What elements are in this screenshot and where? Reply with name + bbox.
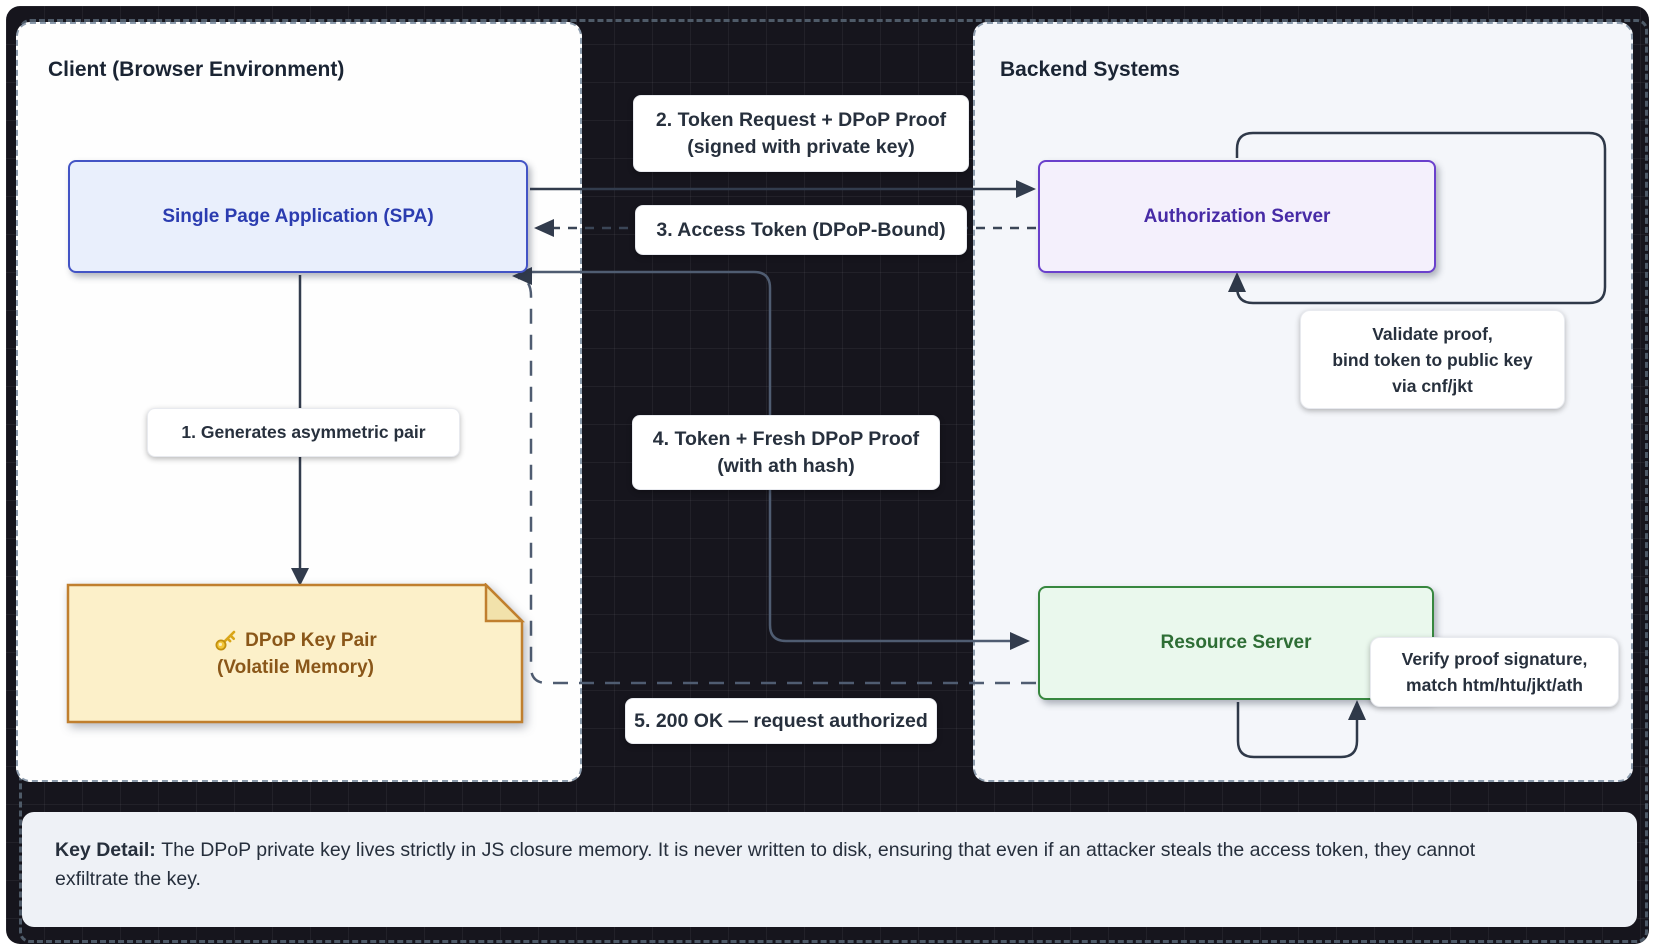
validate-line1: Validate proof, <box>1372 323 1493 344</box>
edge-200-ok <box>518 276 1036 685</box>
step4-line2: (with ath hash) <box>717 454 855 477</box>
edge-label-step4: 4. Token + Fresh DPoP Proof (with ath ha… <box>632 415 940 490</box>
step3-text: 3. Access Token (DPoP-Bound) <box>656 218 946 241</box>
key-icon <box>215 630 236 651</box>
arrowhead-left-icon <box>512 267 532 285</box>
node-spa: Single Page Application (SPA) <box>68 160 528 273</box>
annotation-validate-proof: Validate proof, bind token to public key… <box>1300 310 1565 409</box>
arrowhead-left-icon <box>534 219 554 237</box>
key-detail-body: The DPoP private key lives strictly in J… <box>55 839 1476 890</box>
arrowhead-right-icon <box>1010 632 1030 650</box>
step2-line2: (signed with private key) <box>687 135 915 158</box>
keypair-title: DPoP Key Pair <box>245 629 377 651</box>
verify-line1: Verify proof signature, <box>1401 649 1588 669</box>
edge-label-step3: 3. Access Token (DPoP-Bound) <box>635 205 967 255</box>
node-resource-label: Resource Server <box>1160 632 1312 653</box>
key-detail-heading: Key Detail: <box>55 839 162 861</box>
edge-verify-loop <box>1236 702 1359 759</box>
edge-label-step2: 2. Token Request + DPoP Proof (signed wi… <box>633 95 969 172</box>
node-keypair-note <box>66 583 526 724</box>
note-fold-corner <box>484 583 526 623</box>
node-authorization-server: Authorization Server <box>1038 160 1436 273</box>
edge-label-step5: 5. 200 OK — request authorized <box>625 698 937 744</box>
node-keypair-label: DPoP Key Pair (Volatile Memory) <box>68 585 523 722</box>
verify-line2: match htm/htu/jkt/ath <box>1406 675 1583 695</box>
validate-line3: via cnf/jkt <box>1392 375 1473 396</box>
step1-text: 1. Generates asymmetric pair <box>181 422 426 442</box>
client-panel-title: Client (Browser Environment) <box>48 58 345 81</box>
edge-label-step1: 1. Generates asymmetric pair <box>147 408 460 457</box>
keypair-subtitle: (Volatile Memory) <box>217 656 374 678</box>
node-auth-label: Authorization Server <box>1143 205 1331 227</box>
step4-line1: 4. Token + Fresh DPoP Proof <box>652 427 920 450</box>
arrowhead-up-icon <box>1348 700 1366 720</box>
arrowhead-right-icon <box>1016 180 1036 198</box>
arrowhead-up-icon <box>1228 272 1246 292</box>
node-resource-server: Resource Server <box>1038 586 1434 700</box>
backend-panel-title: Backend Systems <box>1000 58 1180 81</box>
node-spa-label: Single Page Application (SPA) <box>162 205 434 227</box>
arrowhead-down-icon <box>291 568 309 586</box>
validate-line2: bind token to public key <box>1332 349 1533 370</box>
edge-validate-loop <box>1235 131 1607 305</box>
step2-line1: 2. Token Request + DPoP Proof <box>655 108 947 131</box>
annotation-verify-proof: Verify proof signature, match htm/htu/jk… <box>1370 637 1619 707</box>
key-detail-bar: Key Detail: The DPoP private key lives s… <box>22 812 1637 927</box>
step5-text: 5. 200 OK — request authorized <box>634 709 928 732</box>
note-shape <box>66 583 524 724</box>
